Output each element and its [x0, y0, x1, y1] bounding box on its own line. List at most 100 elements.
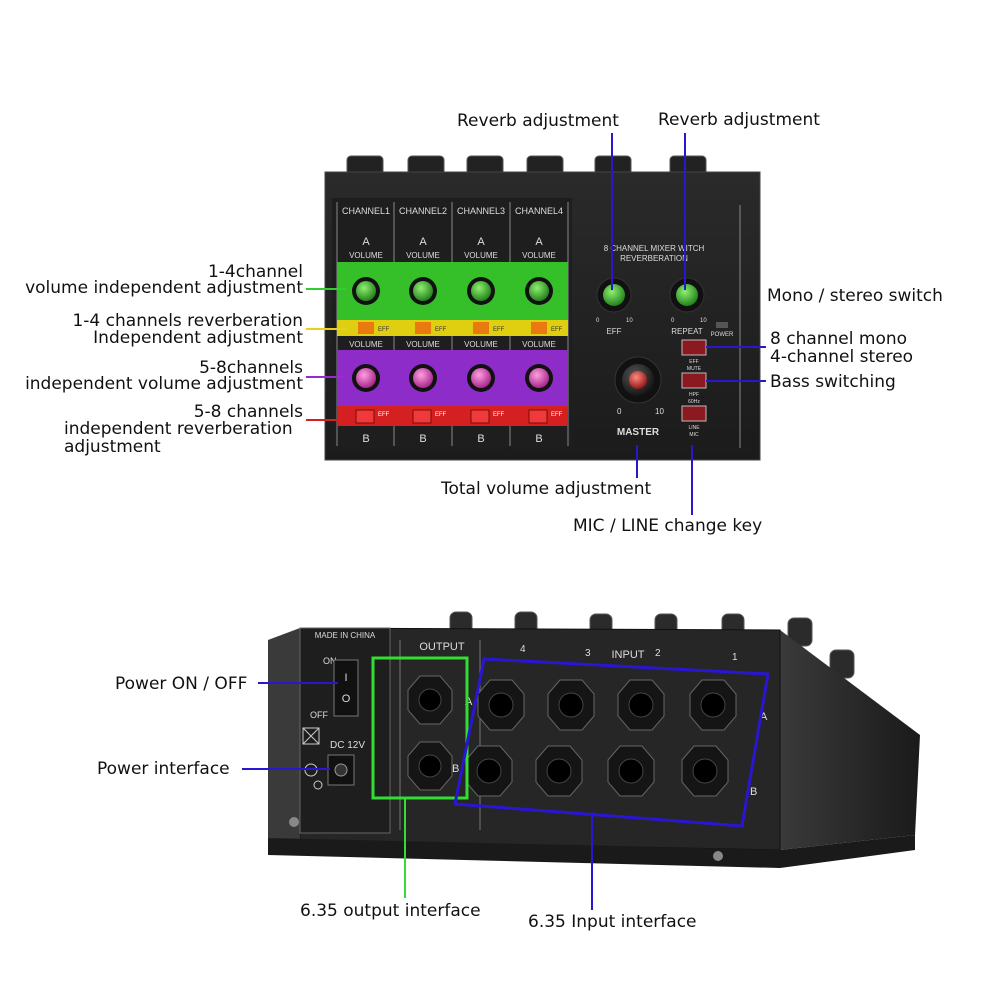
switch-on-label: ON [323, 656, 337, 666]
mixer-title-line1: 8 CHANNEL MIXER WITCH [604, 244, 705, 253]
callout-power-interface: Power interface [97, 759, 230, 779]
ch5-8-volume-knobs [352, 364, 553, 392]
output-label: OUTPUT [419, 641, 465, 653]
callout-bass-switching: Bass switching [770, 372, 896, 392]
eff-knob-group: 0 10 EFF [596, 277, 633, 336]
hpf-label-1: HPF [689, 392, 699, 398]
repeat-knob-group: 0 10 REPEAT [669, 277, 707, 336]
eff-label: EFF [378, 327, 390, 333]
callout-output-interface: 6.35 output interface [300, 901, 481, 921]
eff-label: EFF [378, 412, 390, 418]
top-mixer-panel: CHANNEL1 CHANNEL2 CHANNEL3 CHANNEL4 A A … [324, 155, 761, 461]
input-number-3: 3 [585, 648, 591, 659]
power-switch[interactable] [333, 659, 359, 717]
eff-knob-max: 10 [626, 318, 633, 324]
eff-label: EFF [435, 412, 447, 418]
callout-ch14-reverb-line2: Independent adjustment [93, 328, 303, 348]
callout-input-interface: 6.35 Input interface [528, 912, 697, 932]
callout-ch58-volume-line1: 5-8channels [199, 358, 303, 378]
volume-knob[interactable] [471, 368, 491, 388]
channel-label-4: CHANNEL4 [515, 206, 563, 216]
volume-knob[interactable] [413, 281, 433, 301]
channel-label-2: CHANNEL2 [399, 206, 447, 216]
eff-button[interactable] [531, 322, 547, 334]
power-led-label: POWER [711, 332, 734, 338]
callout-power-onoff: Power ON / OFF [115, 674, 248, 694]
ch5-8-eff-buttons [355, 409, 548, 424]
repeat-knob-label: REPEAT [671, 327, 703, 336]
eff-button[interactable] [473, 322, 489, 334]
row-b-letter: B [477, 433, 484, 445]
line-mic-button-group: LINE MIC [681, 405, 707, 438]
red-band [337, 406, 568, 426]
eff-button[interactable] [528, 409, 548, 424]
screw-icon [289, 817, 299, 827]
row-b-letters: B B B B [362, 433, 542, 445]
eff-button[interactable] [412, 409, 432, 424]
row-b-letter: B [362, 433, 369, 445]
callout-ch14-volume-line1: 1-4channel [207, 262, 303, 282]
volume-label: VOLUME [522, 340, 556, 349]
eff-mute-label-2: MUTE [687, 366, 702, 372]
volume-labels-a: VOLUME VOLUME VOLUME VOLUME [349, 251, 556, 260]
callout-8-channel-mono: 8 channel mono [770, 329, 908, 349]
dc-voltage-label: DC 12V [330, 740, 365, 751]
made-in-label: MADE IN CHINA [315, 631, 376, 640]
row-a-letters: A A A A [362, 236, 543, 248]
callout-ch58-reverb-line3: adjustment [64, 437, 161, 457]
eff-button[interactable] [355, 409, 375, 424]
switch-on-mark: I [344, 672, 347, 684]
repeat-knob-min: 0 [671, 318, 675, 324]
eff-label: EFF [551, 327, 563, 333]
volume-labels-b: VOLUME VOLUME VOLUME VOLUME [349, 340, 556, 349]
eff-labels-b: EFF EFF EFF EFF [378, 412, 563, 418]
eff-button[interactable] [415, 322, 431, 334]
screw-icon [713, 851, 723, 861]
volume-label: VOLUME [406, 251, 440, 260]
line-mic-button[interactable] [681, 405, 707, 422]
eff-mute-button[interactable] [681, 339, 707, 356]
master-knob[interactable] [629, 371, 647, 389]
output-highlight-box [371, 656, 469, 800]
line-mic-label-2: MIC [689, 432, 699, 438]
volume-label: VOLUME [522, 251, 556, 260]
callout-ch58-volume-line2: independent volume adjustment [25, 374, 303, 394]
volume-knob[interactable] [356, 368, 376, 388]
hpf-button[interactable] [681, 372, 707, 389]
callout-ch14-reverb-line1: 1-4 channels reverberation [72, 311, 303, 331]
eff-button[interactable] [470, 409, 490, 424]
input-row-b: B [750, 786, 757, 798]
channel-label-1: CHANNEL1 [342, 206, 390, 216]
line-mic-label-1: LINE [688, 425, 700, 431]
row-a-letter: A [477, 236, 485, 248]
eff-button[interactable] [358, 322, 374, 334]
volume-knob[interactable] [529, 281, 549, 301]
volume-knob[interactable] [471, 281, 491, 301]
callout-ch58-reverb-line2: independent reverberation [64, 419, 293, 439]
row-b-letter: B [419, 433, 426, 445]
volume-knob[interactable] [529, 368, 549, 388]
volume-knob[interactable] [356, 281, 376, 301]
output-row-b: B [452, 763, 459, 775]
eff-label: EFF [493, 327, 505, 333]
eff-knob[interactable] [603, 284, 625, 306]
volume-label: VOLUME [349, 251, 383, 260]
callout-ch58-reverb-line1: 5-8 channels [193, 402, 303, 422]
master-knob-max: 10 [655, 407, 664, 416]
master-knob-min: 0 [617, 407, 622, 416]
repeat-knob[interactable] [676, 284, 698, 306]
input-row-a: A [760, 711, 768, 723]
eff-mute-button-group: EFF MUTE [681, 339, 707, 372]
body-side [780, 630, 920, 850]
power-led [716, 322, 728, 328]
eff-labels-a: EFF EFF EFF EFF [378, 327, 563, 333]
input-number-4: 4 [520, 644, 526, 655]
callout-lines [242, 133, 766, 910]
volume-knob[interactable] [413, 368, 433, 388]
eff-knob-label: EFF [606, 327, 621, 336]
ch1-4-volume-knobs [352, 277, 553, 305]
switch-off-mark: O [342, 693, 351, 705]
hpf-label-2: 60Hz [688, 399, 700, 405]
